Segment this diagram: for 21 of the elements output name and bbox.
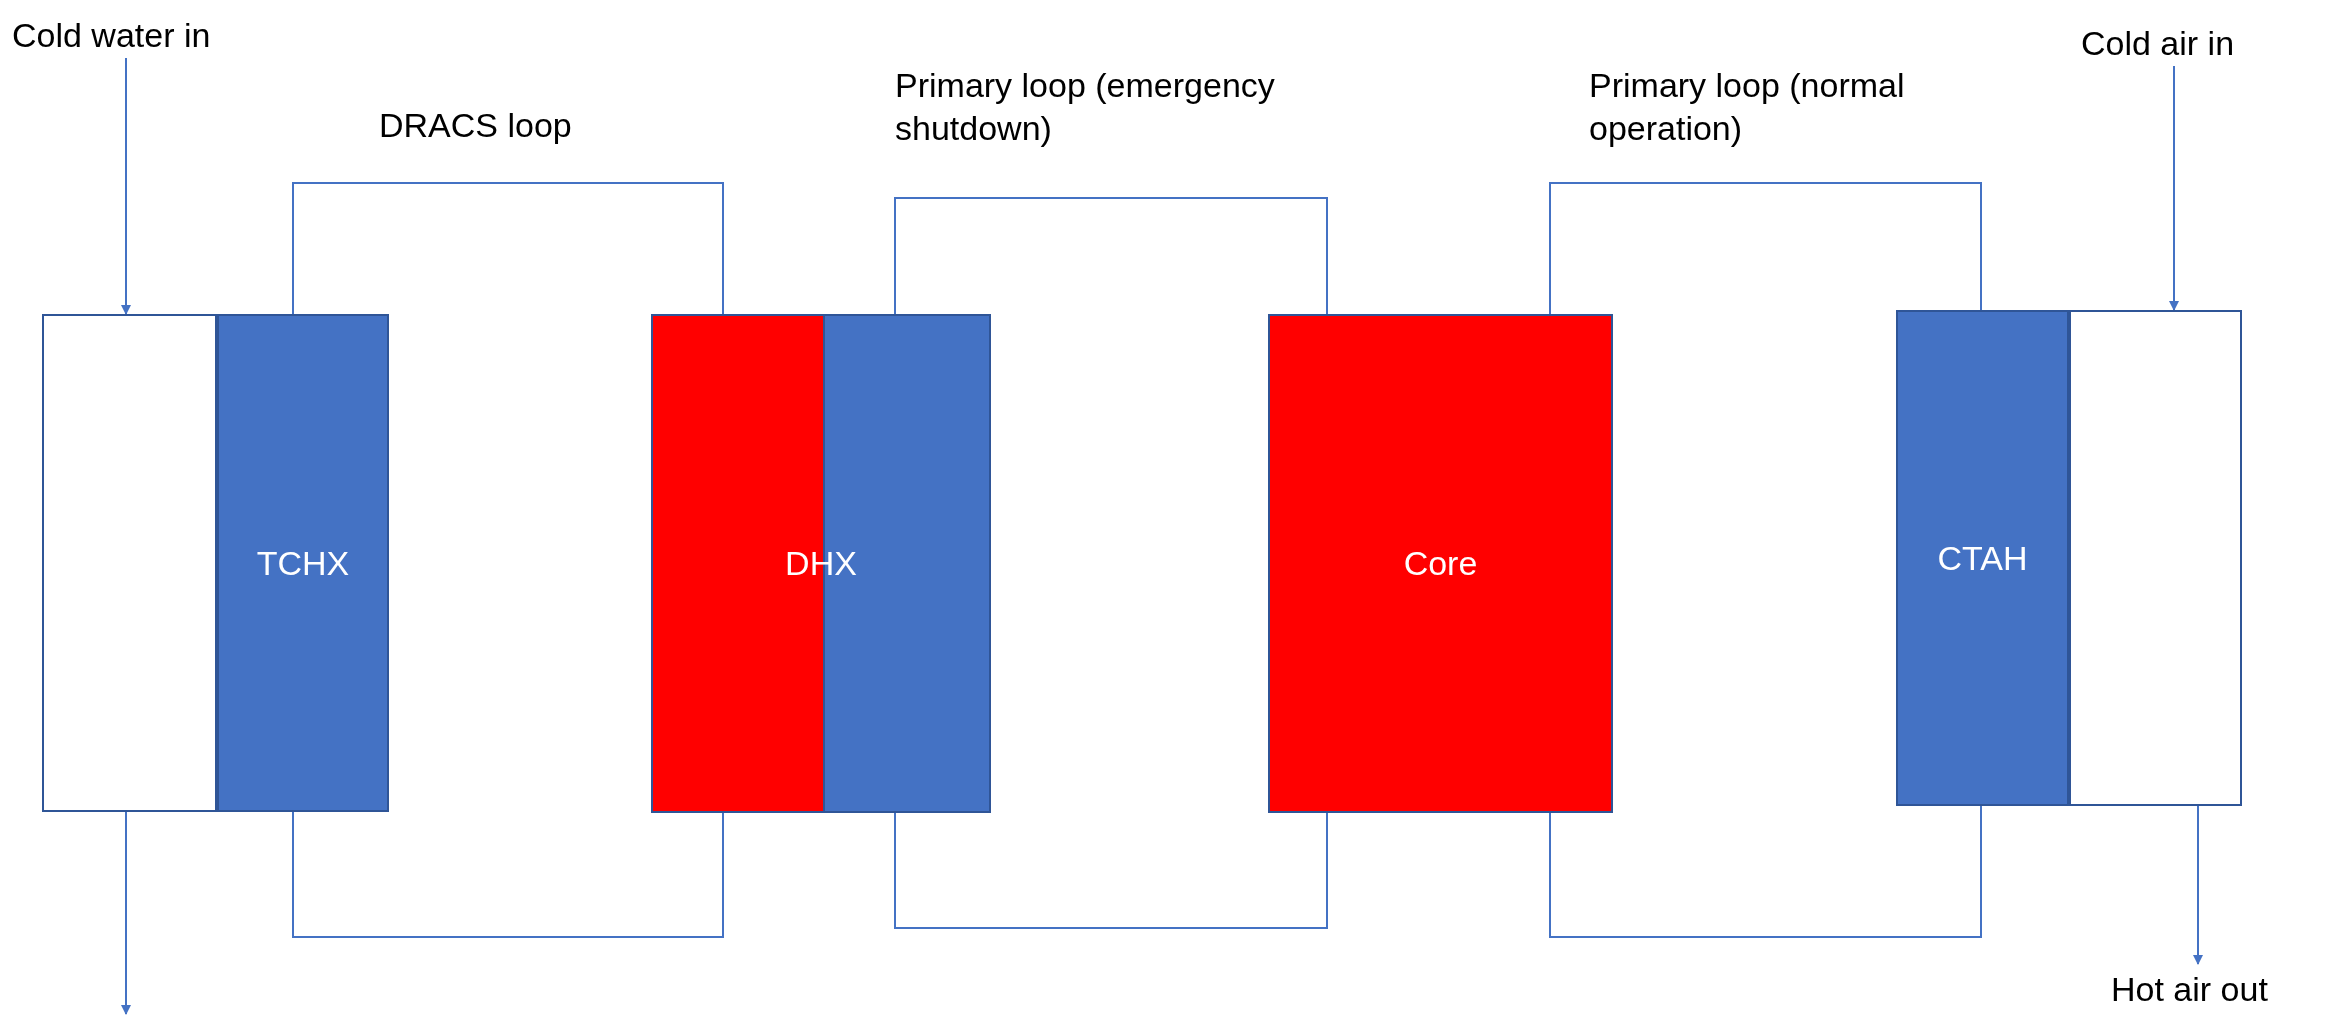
loop-label: Primary loop (emergency shutdown) xyxy=(895,65,1276,149)
inlet-label: Cold air in xyxy=(2081,22,2271,66)
heat-exchanger-box: CTAH xyxy=(1896,310,2069,806)
outlet-label: Hot air out xyxy=(2111,968,2321,1012)
loop-pipe xyxy=(894,812,1328,929)
loop-label: Primary loop (normal operation) xyxy=(1589,65,1906,149)
flow-arrow xyxy=(121,811,131,1015)
loop-pipe xyxy=(894,197,1328,315)
flow-arrow xyxy=(2193,805,2203,965)
flow-arrow xyxy=(121,57,131,315)
heat-exchanger-box: TCHX xyxy=(217,314,389,812)
flow-arrow xyxy=(2169,65,2179,311)
inlet-label: Cold water in xyxy=(12,14,270,58)
loop-pipe xyxy=(292,182,724,315)
loop-pipe xyxy=(1549,805,1982,938)
heat-exchanger-box xyxy=(2069,310,2242,806)
loop-label: DRACS loop xyxy=(379,105,573,146)
loop-pipe xyxy=(292,811,724,938)
loop-pipe xyxy=(1549,182,1982,315)
heat-exchanger-box xyxy=(42,314,217,812)
reactor-core-box: Core xyxy=(1268,314,1613,813)
